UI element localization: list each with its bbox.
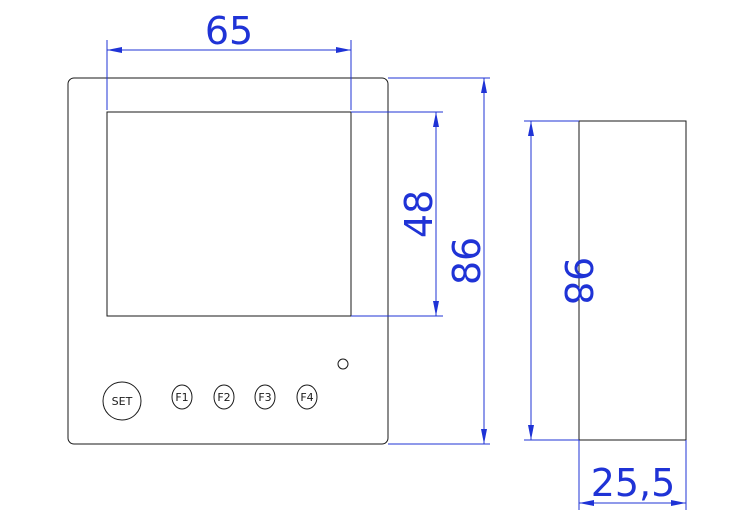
f4-button-label: F4 (300, 391, 313, 404)
side-housing (578, 120, 687, 441)
f3-button-label: F3 (258, 391, 271, 404)
f2-button-label: F2 (217, 391, 230, 404)
dim-side-height-label: 98 (556, 257, 600, 305)
dim-screen-height: 48 (351, 111, 443, 317)
f1-button-label: F1 (175, 391, 188, 404)
front-housing (67, 77, 389, 445)
f4-button[interactable]: F4 (296, 384, 318, 410)
dim-screen-width: 65 (106, 9, 352, 110)
side-view (578, 120, 687, 441)
status-led (337, 358, 349, 370)
f2-button[interactable]: F2 (213, 384, 235, 410)
dim-front-height: 86 (388, 77, 490, 445)
dim-side-depth: 25,5 (578, 440, 687, 510)
dim-side-height: 98 (524, 120, 600, 441)
f3-button[interactable]: F3 (254, 384, 276, 410)
f1-button[interactable]: F1 (171, 384, 193, 410)
dim-screen-height-label: 48 (397, 190, 441, 238)
dim-side-depth-label: 25,5 (591, 461, 676, 505)
dim-front-height-label: 86 (445, 237, 489, 285)
front-view: SET F1 F2 F3 F4 (67, 77, 389, 445)
set-button[interactable]: SET (102, 381, 142, 421)
dim-screen-width-label: 65 (205, 9, 253, 53)
set-button-label: SET (112, 395, 133, 408)
display-screen (106, 111, 352, 317)
